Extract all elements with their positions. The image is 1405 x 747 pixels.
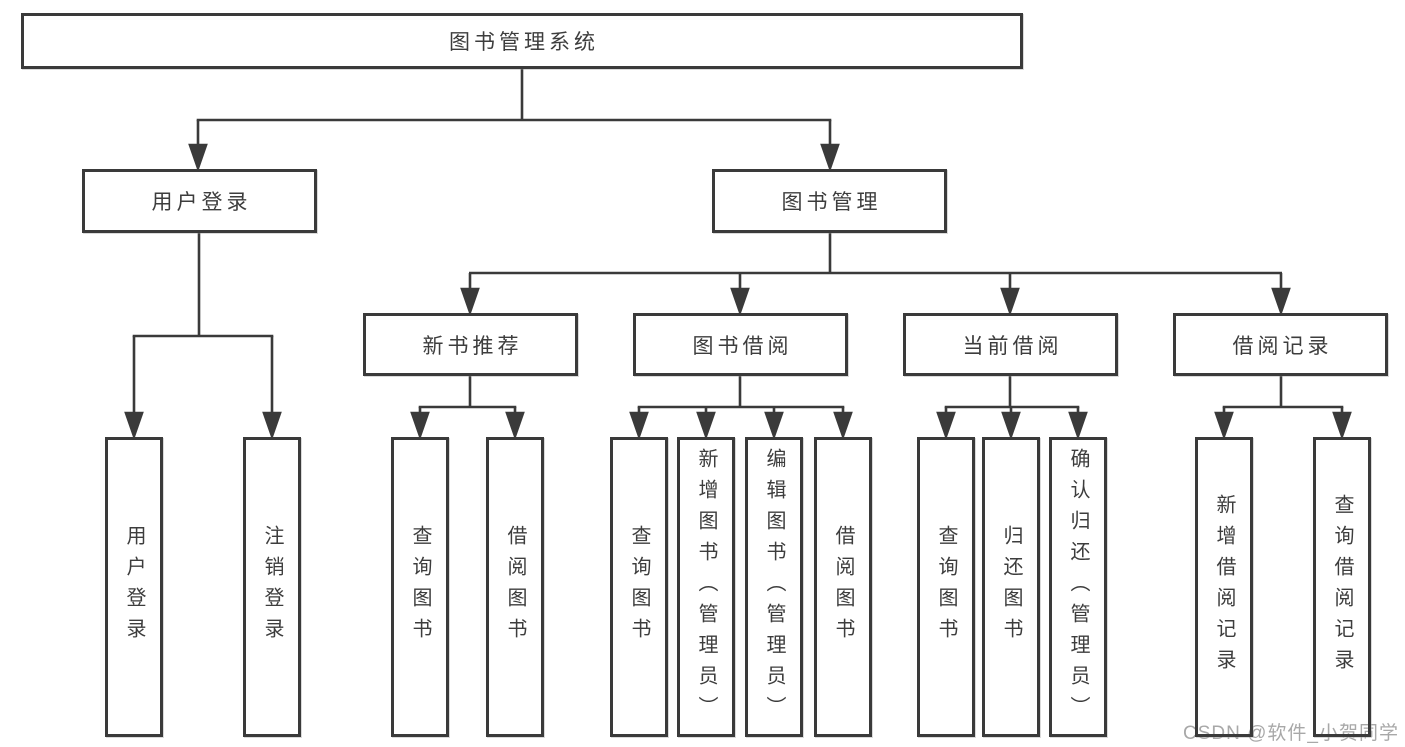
node-current-borrowing: 当前借阅 — [903, 313, 1118, 376]
node-new-book-recommendation-label: 新书推荐 — [422, 334, 523, 358]
leaf-current-confirm-return-admin: 确认归还（管理员） — [1049, 437, 1107, 737]
arrow-down-icon — [262, 411, 282, 440]
node-root-label: 图书管理系统 — [449, 31, 599, 54]
node-new-book-recommendation: 新书推荐 — [363, 313, 578, 376]
leaf-records-query-borrow-record: 查询借阅记录 — [1313, 437, 1371, 737]
leaf-records-add-borrow-record: 新增借阅记录 — [1195, 437, 1253, 737]
node-current-borrowing-label: 当前借阅 — [962, 334, 1063, 358]
connector-book-management-branch — [460, 233, 1291, 316]
connector-borrowing-records-branch — [1214, 376, 1352, 440]
arrow-down-icon — [1271, 287, 1291, 316]
arrow-down-icon — [764, 411, 784, 440]
csdn-watermark: CSDN @软件_小贺同学 — [1183, 723, 1399, 744]
node-user-login: 用户登录 — [82, 169, 317, 233]
node-book-borrowing: 图书借阅 — [633, 313, 848, 376]
leaf-current-return-books: 归还图书 — [982, 437, 1040, 737]
connector-book-borrowing-branch — [629, 376, 853, 440]
arrow-down-icon — [410, 411, 430, 440]
arrow-down-icon — [1332, 411, 1352, 440]
node-borrowing-records: 借阅记录 — [1173, 313, 1388, 376]
node-user-login-label: 用户登录 — [151, 191, 252, 214]
arrow-down-icon — [936, 411, 956, 440]
leaf-newbook-borrow-books: 借阅图书 — [486, 437, 544, 737]
leaf-borrowing-borrow-books: 借阅图书 — [814, 437, 872, 737]
connector-user-login-branch — [124, 233, 282, 440]
arrow-down-icon — [1068, 411, 1088, 440]
arrow-down-icon — [1214, 411, 1234, 440]
node-root: 图书管理系统 — [21, 13, 1023, 69]
leaf-logout-login: 注销登录 — [243, 437, 301, 737]
arrow-down-icon — [629, 411, 649, 440]
arrow-down-icon — [696, 411, 716, 440]
arrow-down-icon — [505, 411, 525, 440]
node-book-management: 图书管理 — [712, 169, 947, 233]
leaf-current-query-books: 查询图书 — [917, 437, 975, 737]
leaf-user-login: 用户登录 — [105, 437, 163, 737]
arrow-down-icon — [1000, 287, 1020, 316]
arrow-down-icon — [124, 411, 144, 440]
node-book-management-label: 图书管理 — [781, 191, 882, 214]
node-borrowing-records-label: 借阅记录 — [1232, 334, 1333, 358]
arrow-down-icon — [1001, 411, 1021, 440]
arrow-down-icon — [820, 143, 840, 172]
connector-root-to-level2 — [188, 68, 840, 172]
connector-current-borrowing-branch — [936, 376, 1088, 440]
connector-new-book-branch — [410, 376, 525, 440]
leaf-borrowing-add-books-admin: 新增图书（管理员） — [677, 437, 735, 737]
leaf-borrowing-edit-books-admin: 编辑图书（管理员） — [745, 437, 803, 737]
arrow-down-icon — [460, 287, 480, 316]
leaf-borrowing-query-books: 查询图书 — [610, 437, 668, 737]
arrow-down-icon — [188, 143, 208, 172]
node-book-borrowing-label: 图书借阅 — [692, 334, 793, 358]
leaf-newbook-query-books: 查询图书 — [391, 437, 449, 737]
arrow-down-icon — [730, 287, 750, 316]
arrow-down-icon — [833, 411, 853, 440]
